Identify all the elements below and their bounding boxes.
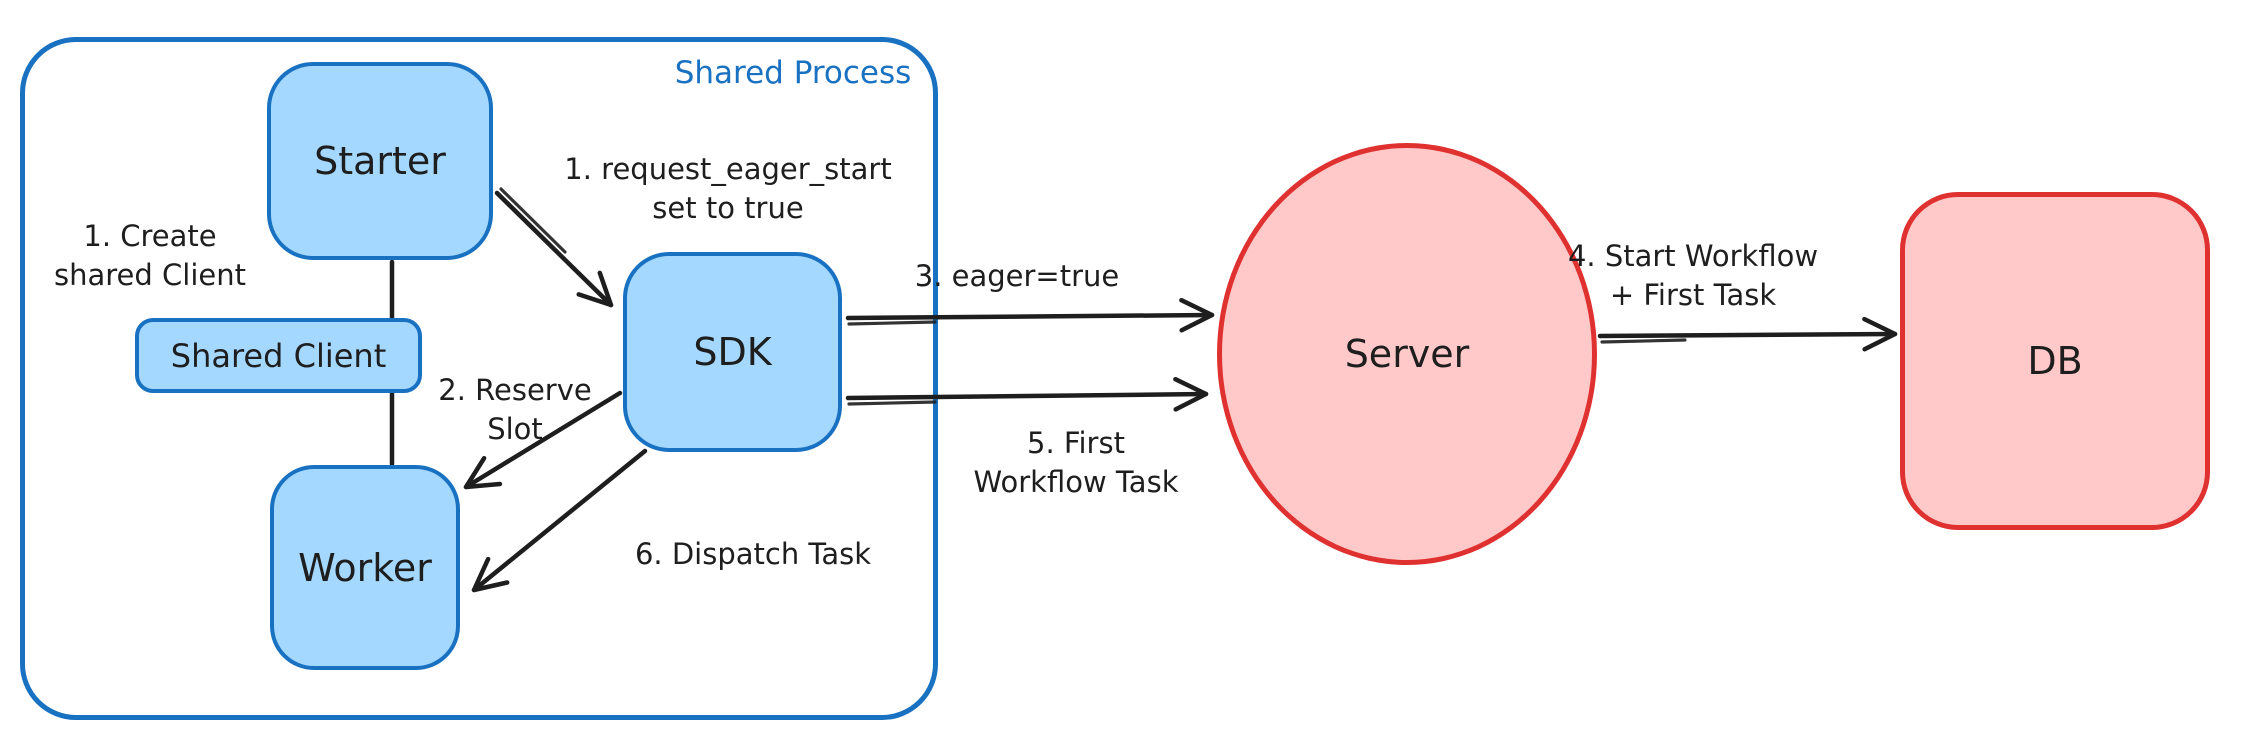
arrow-sdk-to-server-eager [845,312,1215,321]
arrow-sdk-to-server-first-task-head [1173,376,1209,412]
arrow-sdk-to-worker-dispatch [471,448,648,593]
sdk-label: SDK [693,330,772,374]
arrow-sdk-to-worker-dispatch-head [471,556,510,593]
arrow-server-to-db [1597,331,1898,339]
db-label: DB [2027,339,2083,383]
overdraw-sdk-to-server-first-task [847,400,937,406]
sdk-node: SDK [623,252,842,452]
shared-client-label: Shared Client [170,336,387,375]
arrow-starter-to-sdk [494,190,614,308]
worker-label: Worker [298,545,432,590]
db-node: DB [1900,192,2210,530]
step5-first-workflow-task-label: 5. First Workflow Task [973,426,1179,499]
starter-label: Starter [314,139,446,183]
shared-process-container [20,37,938,720]
worker-node: Worker [270,465,460,670]
shared-process-label: Shared Process [674,55,912,91]
step1-request-eager-start-label: 1. request_eager_start set to true [564,152,892,225]
overdraw-server-to-db [1600,338,1687,344]
arrow-sdk-to-worker-reserve [463,390,623,490]
shared-client-node: Shared Client [135,318,422,393]
arrow-starter-to-sdk-head [576,270,614,308]
server-node: Server [1217,143,1597,565]
step1-create-shared-client-label: 1. Create shared Client [54,219,246,292]
step4-start-workflow-label: 4. Start Workflow + First Task [1567,239,1819,312]
overdraw-starter-to-sdk [499,187,567,254]
starter-node: Starter [267,62,493,260]
arrow-sdk-to-worker-reserve-head [463,455,503,490]
server-label: Server [1344,332,1470,376]
step6-dispatch-task-label: 6. Dispatch Task [634,537,872,571]
overdraw-sdk-to-server-eager [847,320,937,326]
arrow-sdk-to-server-eager-head [1179,297,1215,333]
step2-reserve-slot-label: 2. Reserve Slot [438,373,592,446]
arrow-sdk-to-server-first-task [845,391,1209,401]
arrow-server-to-db-head [1862,316,1898,352]
step3-eager-true-label: 3. eager=true [914,259,1120,293]
